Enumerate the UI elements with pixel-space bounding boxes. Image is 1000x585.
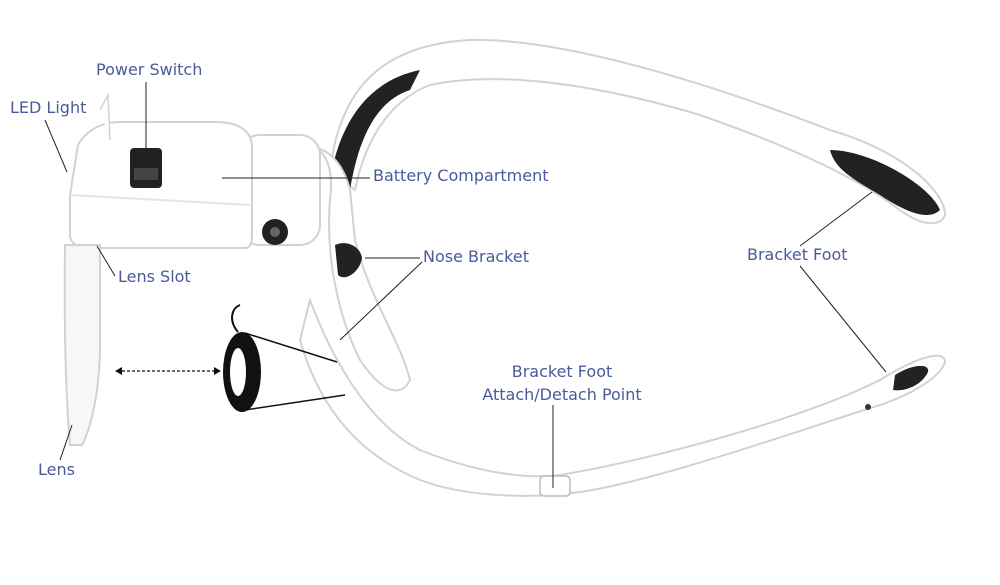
label-led-light: LED Light [10,98,87,117]
label-attach-line2: Attach/Detach Point [482,385,642,404]
lens-plate [63,244,101,446]
label-bracket-foot: Bracket Foot [747,245,848,264]
label-lens-slot: Lens Slot [118,267,191,286]
label-battery-compartment: Battery Compartment [373,166,549,185]
label-power-switch: Power Switch [96,60,203,79]
label-attach-line1: Bracket Foot [511,362,613,381]
leader-lines [44,82,887,488]
bracket-foot-pad-bottom [893,365,929,391]
nose-bracket [335,243,362,278]
label-lens: Lens [38,460,75,479]
headband [328,38,947,225]
bracket-foot-pad-top [830,150,940,215]
attach-point [539,475,571,497]
temple-arm [298,296,947,497]
headband-pad [330,70,420,190]
label-nose-bracket: Nose Bracket [423,247,529,266]
